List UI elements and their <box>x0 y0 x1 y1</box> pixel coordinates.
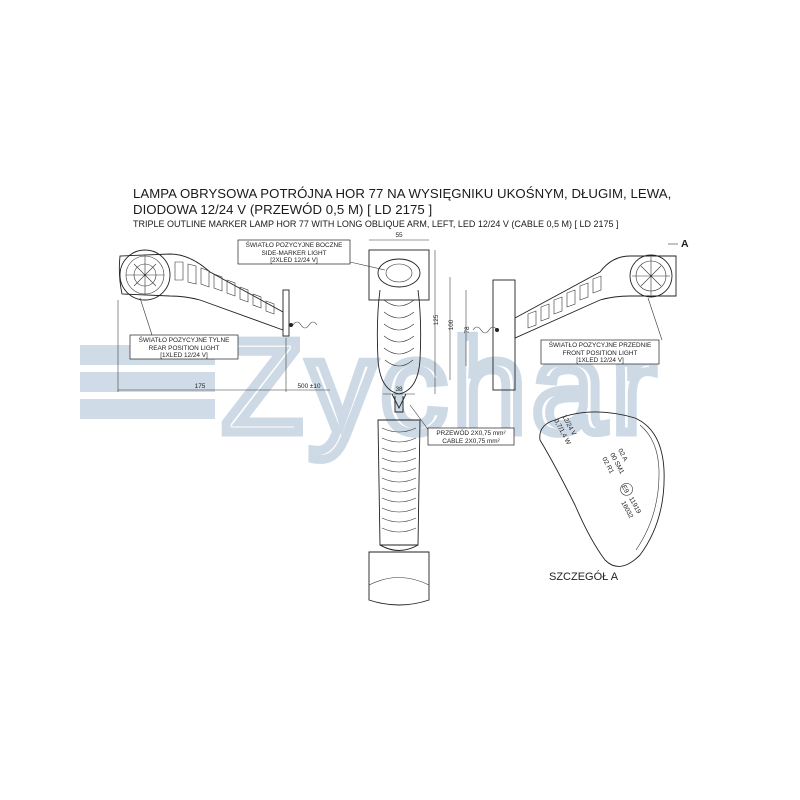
rear-lens-outer <box>119 249 171 301</box>
title-polish-line2: DIODOWA 12/24 V (PRZEWÓD 0,5 M) [ LD 217… <box>133 201 433 217</box>
rear-label-pl: ŚWIATŁO POZYCYJNE TYLNE <box>139 335 230 344</box>
cable-label-en: CABLE 2X0,75 mm² <box>442 438 500 445</box>
side-light-label: ŚWIATŁO POZYCYJNE BOCZNE SIDE-MARKER LIG… <box>237 239 386 271</box>
watermark: Zychar <box>80 309 660 465</box>
dim-78: 78 <box>464 326 471 334</box>
center-body-ribs <box>383 299 415 367</box>
front-lens-pattern <box>632 257 670 295</box>
detail-marker: A <box>681 238 689 250</box>
title-english: TRIPLE OUTLINE MARKER LAMP HOR 77 WITH L… <box>133 219 619 229</box>
rear-lens-pattern <box>126 256 164 294</box>
front-label-spec: [1XLED 12/24 V] <box>576 357 624 364</box>
detail-caption: SZCZEGÓŁ A <box>549 570 619 583</box>
emark: E9 <box>620 484 630 495</box>
center-head-box <box>368 249 430 301</box>
right-arm-ribs <box>527 275 602 329</box>
right-arm-outline <box>514 255 677 339</box>
front-light-label: ŚWIATŁO POZYCYJNE PRZEDNIE FRONT POSITIO… <box>540 297 663 365</box>
cable-stub <box>394 396 404 413</box>
emark-circle <box>620 483 633 496</box>
side-label-en: SIDE-MARKER LIGHT <box>262 250 327 257</box>
dim-500: 500 ±10 <box>297 383 320 390</box>
cable-label-pl: PRZEWÓD 2X0,75 mm² <box>436 428 505 437</box>
cable-leader-line <box>409 404 431 433</box>
front-lens-outer <box>629 254 673 298</box>
bottom-body-ribs <box>381 427 417 533</box>
dim-38: 38 <box>395 386 403 393</box>
left-view: 175 500 ±10 <box>117 249 330 392</box>
center-top-view: 55 38 125 100 78 <box>368 232 471 410</box>
side-leader-line <box>349 261 386 271</box>
dim-125: 125 <box>433 314 440 325</box>
right-cable-coil <box>472 326 498 334</box>
bottom-head-curve <box>368 577 430 586</box>
side-label-box <box>237 239 351 265</box>
side-label-spec: [2XLED 12/24 V] <box>270 257 318 264</box>
watermark-bar-3 <box>80 399 215 419</box>
detail-inner-curve <box>635 424 660 551</box>
center-cable-exit <box>391 393 407 410</box>
detail-outline <box>539 411 665 567</box>
bottom-view: PRZEWÓD 2X0,75 mm² CABLE 2X0,75 mm² <box>368 396 515 606</box>
front-label-pl: ŚWIATŁO POZYCYJNE PRZEDNIE <box>549 340 652 349</box>
side-label-pl: ŚWIATŁO POZYCYJNE BOCZNE <box>246 240 343 249</box>
left-mount-plate <box>282 289 290 337</box>
cable-label-box <box>427 427 515 446</box>
dim-100: 100 <box>448 319 455 330</box>
left-arm-ribs <box>174 261 275 315</box>
rear-label-en: REAR POSITION LIGHT <box>149 345 220 352</box>
front-label-en: FRONT POSITION LIGHT <box>563 350 638 357</box>
rear-leader-line <box>139 297 153 336</box>
rear-label-box <box>129 334 239 360</box>
title-polish-line1: LAMPA OBRYSOWA POTRÓJNA HOR 77 NA WYSIĘG… <box>133 186 672 201</box>
right-view: A <box>472 238 689 391</box>
left-arm-outline <box>118 253 284 331</box>
title-block: LAMPA OBRYSOWA POTRÓJNA HOR 77 NA WYSIĘG… <box>133 186 713 230</box>
front-leader-line <box>647 297 663 341</box>
bottom-body-neck <box>379 544 419 551</box>
rear-label-spec: [1XLED 12/24 V] <box>160 352 208 359</box>
left-cable-coil <box>292 321 318 329</box>
dim-55: 55 <box>395 232 403 239</box>
detail-emark-group: E9 11919 16032 <box>619 483 642 520</box>
left-cable-dot <box>289 323 293 327</box>
front-label-box <box>540 339 660 365</box>
rear-light-label: ŚWIATŁO POZYCYJNE TYLNE REAR POSITION LI… <box>129 297 239 360</box>
side-lens-inner <box>385 263 413 283</box>
side-lens-outer <box>377 258 421 288</box>
dim-175: 175 <box>195 383 206 390</box>
bottom-head-box <box>368 551 430 606</box>
watermark-bar-2 <box>80 372 215 392</box>
